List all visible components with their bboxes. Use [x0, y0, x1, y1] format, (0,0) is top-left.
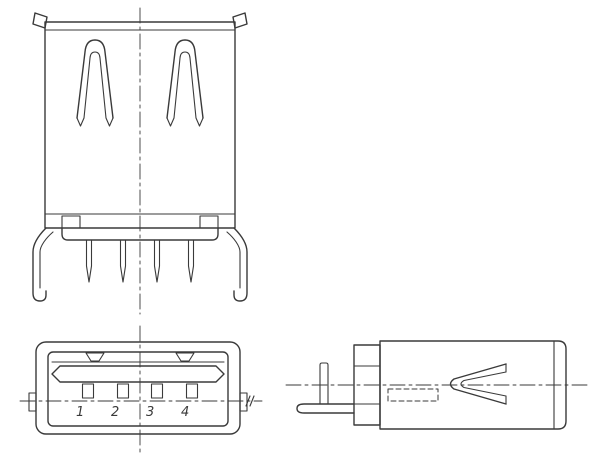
- board-lock-leg-left: [32, 227, 54, 302]
- pin-label-1: 1: [76, 405, 84, 420]
- retention-spring-left-outer: [76, 39, 114, 119]
- front-opening: [47, 351, 229, 427]
- leg-left-inner-edge: [39, 231, 54, 289]
- side-spring-outer: [449, 363, 507, 405]
- side-spring-inner: [460, 371, 507, 397]
- solder-pin-1: [85, 239, 93, 283]
- latch-window-right: [175, 352, 195, 362]
- solder-pin-2: [119, 239, 127, 283]
- rear-tab-right: [199, 215, 219, 229]
- leg-right-inner-edge: [226, 231, 241, 289]
- front-side-tab-left: [28, 392, 37, 412]
- side-shell-outline: [379, 340, 567, 430]
- rear-tab-left: [61, 215, 81, 229]
- contact-3: [150, 383, 164, 399]
- retention-spring-left-inner: [83, 51, 107, 119]
- board-lock-leg-right: [226, 227, 248, 302]
- side-board-lock-peg: [319, 362, 329, 405]
- datum-tick-marks: [245, 395, 255, 407]
- contact-2: [116, 383, 130, 399]
- pin-label-2: 2: [111, 405, 119, 420]
- front-view: 1 2 3 4: [19, 325, 263, 457]
- solder-pins: [85, 239, 195, 283]
- corner-tab-left: [32, 12, 48, 29]
- retention-spring-left: [76, 39, 114, 127]
- tongue-contacts: [81, 383, 199, 399]
- shell-outline: [44, 21, 236, 229]
- retention-spring-left-feet: [76, 117, 114, 127]
- contact-4: [185, 383, 199, 399]
- front-side-tab-right: [239, 392, 248, 412]
- side-view: [285, 340, 589, 430]
- side-retention-spring: [449, 363, 507, 405]
- rear-housing-outline: [61, 227, 219, 241]
- retention-spring-right: [166, 39, 204, 127]
- corner-tab-right: [232, 12, 248, 29]
- side-front-flange: [353, 344, 381, 426]
- contact-tongue: [51, 365, 225, 383]
- pin-label-3: 3: [146, 405, 154, 420]
- latch-window-left: [85, 352, 105, 362]
- contact-1: [81, 383, 95, 399]
- front-outer-shell: [35, 341, 241, 435]
- solder-pin-3: [153, 239, 161, 283]
- retention-spring-right-feet: [166, 117, 204, 127]
- retention-spring-right-inner: [173, 51, 197, 119]
- pin-number-labels: 1 2 3 4: [76, 405, 189, 420]
- hidden-contact-outline: [387, 388, 439, 402]
- leg-right-outer-edge: [233, 227, 248, 302]
- solder-pin-4: [187, 239, 195, 283]
- leg-left-outer-edge: [32, 227, 47, 302]
- retention-spring-right-outer: [166, 39, 204, 119]
- side-solder-tail: [296, 403, 355, 414]
- top-view: [32, 7, 248, 315]
- pin-label-4: 4: [181, 405, 189, 420]
